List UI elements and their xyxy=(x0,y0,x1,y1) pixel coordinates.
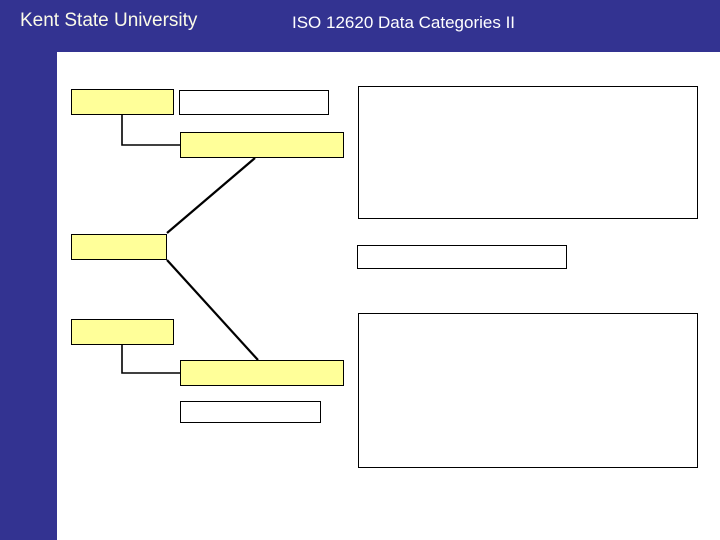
diagram-node[interactable] xyxy=(179,90,329,115)
diagram-node[interactable] xyxy=(71,234,167,260)
diagram-node[interactable] xyxy=(357,245,567,269)
institution-title: Kent State University xyxy=(20,10,198,31)
diagram-node[interactable] xyxy=(180,360,344,386)
page-title: ISO 12620 Data Categories II xyxy=(292,13,516,32)
header-band xyxy=(0,0,720,52)
diagram-node[interactable] xyxy=(71,319,174,345)
diagram-node[interactable] xyxy=(358,313,698,468)
diagram-node[interactable] xyxy=(180,132,344,158)
diagram-node[interactable] xyxy=(180,401,321,423)
diagram-node[interactable] xyxy=(71,89,174,115)
left-side-band xyxy=(0,52,55,540)
left-side-band-edge xyxy=(55,52,57,540)
diagram-node[interactable] xyxy=(358,86,698,219)
